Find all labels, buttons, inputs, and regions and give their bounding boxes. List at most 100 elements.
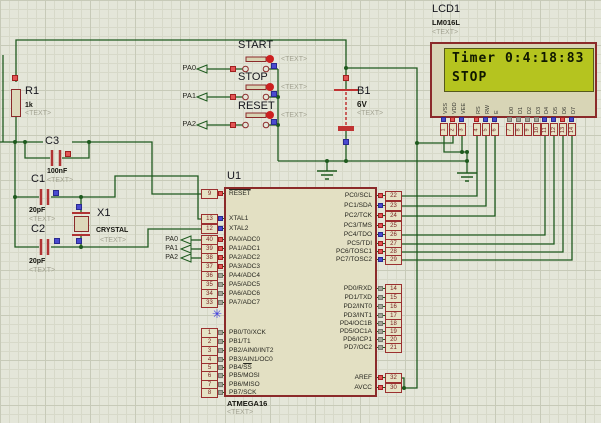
lcd-placeholder: <TEXT> [432,29,459,36]
pin-state-indicator [525,117,530,122]
push-button-actuator-start[interactable] [266,55,274,63]
pin-marker [271,63,277,69]
battery-value: 6V [357,100,367,109]
pin-state-indicator [441,117,446,122]
push-button-actuator-reset[interactable] [266,111,274,119]
mcu-placeholder: <TEXT> [227,409,254,416]
mcu-pin-number-8: 8 [201,388,218,398]
pin-state-indicator [378,232,383,237]
push-button-label-RESET: RESET [238,100,275,112]
pin-state-indicator [218,300,223,305]
pin-state-indicator [218,291,223,296]
pin-state-indicator [218,373,223,378]
pin-state-indicator [378,304,383,309]
mcu-pin-number-12: 12 [201,224,218,234]
mcu-pin-label-PA5/ADC5: PA5/ADC5 [229,281,260,288]
battery-placeholder: <TEXT> [357,110,384,117]
pin-state-indicator [516,117,521,122]
lcd-pin-number-14: 14 [568,123,576,136]
pin-state-indicator [560,117,565,122]
mcu-pin-number-29: 29 [385,255,402,265]
crystal-body [74,216,89,232]
pin-state-indicator [218,226,223,231]
cap-c2-ref: C2 [31,223,46,235]
mcu-pin-label-PB7/SCK: PB7/SCK [229,389,257,396]
pin-state-indicator [218,237,223,242]
origin-marker-icon: ✳ [212,307,223,321]
mcu-pin-label-PB2/AIN0/INT2: PB2/AIN0/INT2 [229,347,274,354]
lcd-pin-label-D0: D0 [509,106,515,114]
lcd-part: LM016L [432,18,460,27]
lcd-pin-label-VEE: VEE [461,102,467,114]
lcd-pin-number-9: 9 [524,123,532,136]
mcu-pin-label-RESET: RESET [229,190,251,197]
mcu-pin-label-PC0/SCL: PC0/SCL [344,192,372,199]
mcu-pin-label-PB4/SS: PB4/SS [229,364,252,371]
mcu-pin-label-PB6/MISO: PB6/MISO [229,381,260,388]
pin-state-indicator [378,249,383,254]
push-button-placeholder: <TEXT> [281,112,308,119]
resistor-body [11,89,21,117]
cap-c3-ref: C3 [45,135,60,147]
resistor-placeholder: <TEXT> [25,110,52,117]
pin-state-indicator [218,216,223,221]
lcd-pin-label-RW: RW [485,104,491,114]
lcd-pin-number-5: 5 [482,123,490,136]
push-button-actuator-stop[interactable] [266,83,274,91]
battery-symbol [334,89,358,131]
mcu-pin-label-PA2/ADC2: PA2/ADC2 [229,254,260,261]
pin-state-indicator [218,330,223,335]
mcu-pin-label-PD1/TXD: PD1/TXD [344,294,372,301]
mcu-pin-label-PC1/SDA: PC1/SDA [344,202,372,209]
pin-state-indicator [378,329,383,334]
mcu-pin-label-PD5/OC1A: PD5/OC1A [339,328,372,335]
pin-state-indicator [378,213,383,218]
pin-state-indicator [218,357,223,362]
lcd-pin-label-D6: D6 [562,106,568,114]
mcu-pin-number-22: 22 [385,191,402,201]
mcu-pin-number-24: 24 [385,211,402,221]
mcu-pin-label-PC5/TDI: PC5/TDI [347,240,372,247]
pin-state-indicator [218,382,223,387]
mcu-part: ATMEGA16 [227,399,268,408]
mcu-pin-label-PA1/ADC1: PA1/ADC1 [229,245,260,252]
lcd-screen [444,48,594,92]
pin-state-indicator [218,339,223,344]
mcu-pin-label-PB0/T0/XCK: PB0/T0/XCK [229,329,266,336]
cap-c1-ref: C1 [31,173,46,185]
mcu-pin-number-9: 9 [201,189,218,199]
terminal-label-PA0: PA0 [182,63,196,72]
pin-state-indicator [569,117,574,122]
resistor-ref: R1 [25,85,40,97]
cap-c1-placeholder: <TEXT> [29,216,56,223]
mcu-pin-number-33: 33 [201,298,218,308]
crystal-top-pin [76,204,82,210]
lcd-display-line1: Timer 0:4:18:83 [452,51,585,66]
mcu-pin-label-PA6/ADC6: PA6/ADC6 [229,290,260,297]
pin-state-indicator [551,117,556,122]
resistor-top-pin [12,75,18,81]
mcu-pin-label-PA7/ADC7: PA7/ADC7 [229,299,260,306]
mcu-pin-label-PB1/T1: PB1/T1 [229,338,251,345]
lcd-pin-number-2: 2 [449,123,457,136]
push-button-label-START: START [238,39,274,51]
pin-state-indicator [378,257,383,262]
pin-state-indicator [483,117,488,122]
pin-state-indicator [378,295,383,300]
pin-state-indicator [378,203,383,208]
mcu-pin-label-PD0/RXD: PD0/RXD [343,285,372,292]
pin-state-indicator [378,193,383,198]
mcu-pin-label-PB3/AIN1/OC0: PB3/AIN1/OC0 [229,356,273,363]
mcu-pin-label-PC6/TOSC1: PC6/TOSC1 [335,248,372,255]
mcu-pin-label-PD6/ICP1: PD6/ICP1 [343,336,372,343]
pin-state-indicator [534,117,539,122]
pin-marker [230,122,236,128]
pin-state-indicator [378,385,383,390]
lcd-pin-label-D3: D3 [536,106,542,114]
pin-marker [230,66,236,72]
lcd-pin-number-12: 12 [550,123,558,136]
pin-state-indicator [474,117,479,122]
pin-state-indicator [378,223,383,228]
mcu-pin-label-PC2/TCK: PC2/TCK [344,212,372,219]
